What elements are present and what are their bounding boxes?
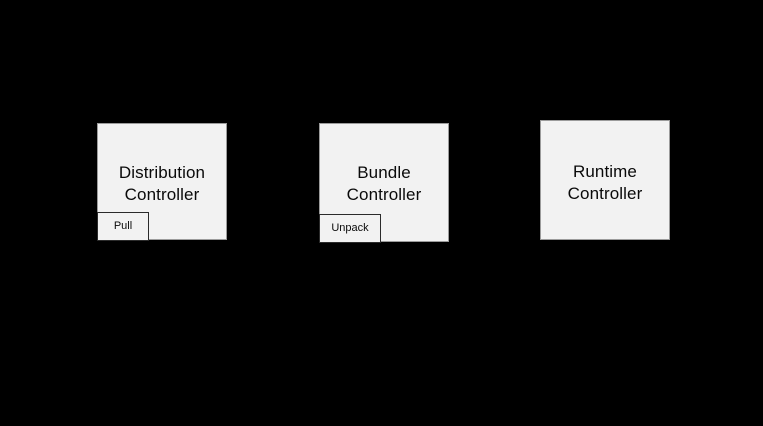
node-distribution-controller-label: Distribution Controller: [118, 163, 206, 204]
tab-pull-label: Pull: [113, 220, 133, 232]
node-bundle-controller-tab-unpack[interactable]: Unpack: [319, 214, 381, 243]
node-bundle-controller-label: Bundle Controller: [346, 163, 422, 204]
node-runtime-controller[interactable]: Runtime Controller: [540, 120, 670, 240]
node-runtime-controller-label: Runtime Controller: [567, 162, 643, 203]
node-distribution-controller-tab-pull[interactable]: Pull: [97, 212, 149, 241]
tab-unpack-label: Unpack: [331, 222, 369, 234]
